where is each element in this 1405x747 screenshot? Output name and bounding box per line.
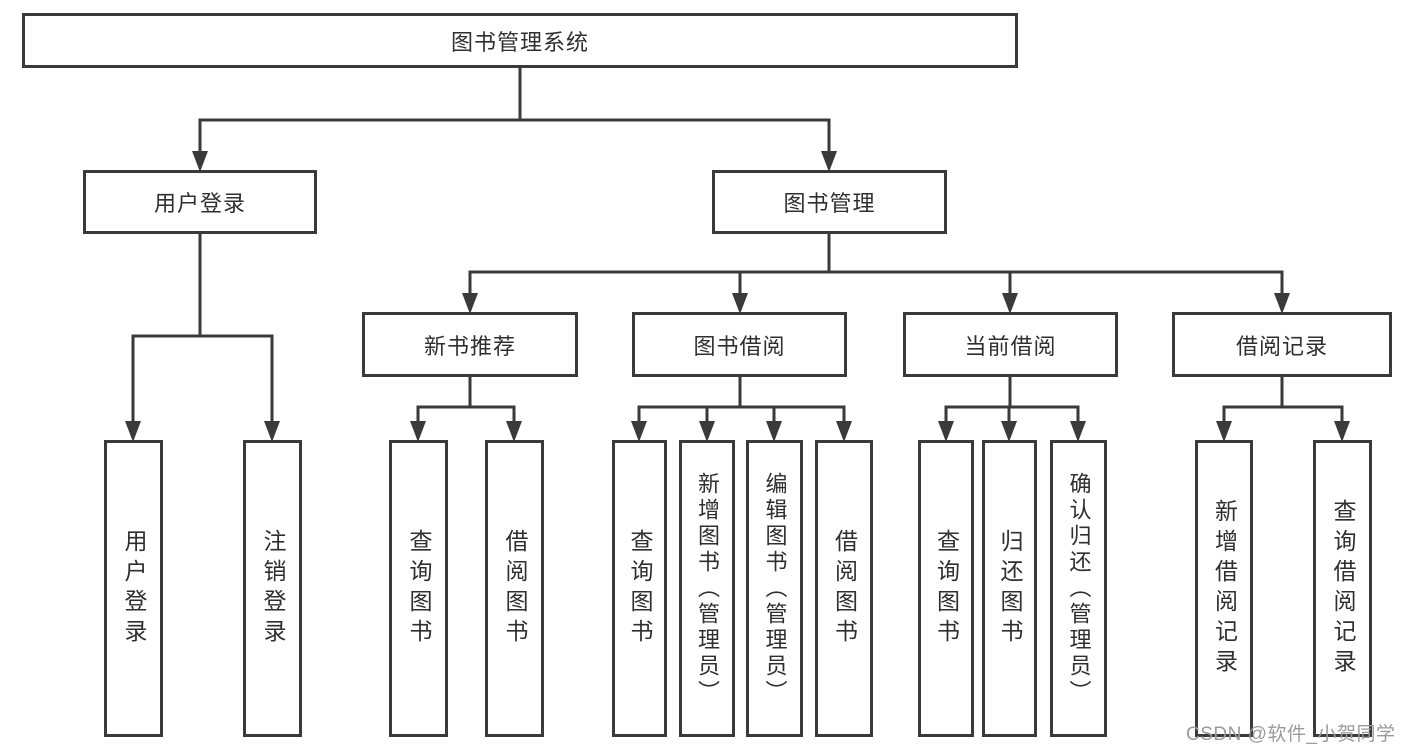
- node-label: 借阅图书: [831, 528, 858, 649]
- leaf-confirm-return-admin: 确认归还（管理员）: [1050, 440, 1107, 737]
- node-book-borrowing: 图书借阅: [632, 312, 847, 377]
- leaf-user-login: 用户登录: [104, 440, 163, 737]
- leaf-query-books-borrowing: 查询图书: [612, 440, 667, 737]
- leaf-borrow-books-borrowing: 借阅图书: [815, 440, 873, 737]
- node-user-login: 用户登录: [83, 170, 317, 234]
- node-label: 查询图书: [933, 528, 960, 649]
- node-label: 借阅图书: [502, 528, 528, 649]
- node-book-management: 图书管理: [712, 170, 947, 234]
- node-label: 用户登录: [121, 528, 147, 649]
- node-label: 新增借阅记录: [1211, 498, 1238, 679]
- node-label: 归还图书: [997, 528, 1023, 649]
- node-new-book-recommendation: 新书推荐: [362, 312, 578, 377]
- leaf-return-book: 归还图书: [982, 440, 1037, 737]
- node-label: 图书管理: [783, 191, 876, 216]
- leaf-query-borrowing-record: 查询借阅记录: [1313, 440, 1372, 737]
- node-library-management-system: 图书管理系统: [22, 13, 1018, 68]
- leaf-borrow-books-recommend: 借阅图书: [485, 440, 544, 737]
- leaf-add-borrowing-record: 新增借阅记录: [1195, 440, 1253, 737]
- leaf-query-books-current: 查询图书: [918, 440, 974, 737]
- node-borrowing-records: 借阅记录: [1172, 312, 1392, 377]
- leaf-logout: 注销登录: [243, 440, 302, 737]
- node-label: 查询图书: [406, 528, 432, 649]
- node-current-borrowing: 当前借阅: [903, 312, 1118, 377]
- node-label: 图书借阅: [693, 333, 786, 359]
- node-label: 借阅记录: [1235, 333, 1328, 359]
- node-label: 编辑图书（管理员）: [762, 471, 788, 706]
- watermark: CSDN @软件_小贺同学: [1186, 724, 1396, 745]
- node-label: 注销登录: [260, 528, 286, 649]
- leaf-add-book-admin: 新增图书（管理员）: [679, 440, 735, 737]
- node-label: 查询图书: [627, 528, 653, 649]
- node-label: 新增图书（管理员）: [695, 471, 720, 706]
- node-label: 新书推荐: [423, 333, 516, 359]
- leaf-query-books-recommend: 查询图书: [389, 440, 448, 737]
- node-label: 当前借阅: [964, 333, 1057, 359]
- node-label: 确认归还（管理员）: [1066, 471, 1092, 706]
- node-label: 图书管理系统: [450, 29, 589, 55]
- leaf-edit-book-admin: 编辑图书（管理员）: [746, 440, 803, 737]
- node-label: 用户登录: [153, 191, 246, 216]
- node-label: 查询借阅记录: [1330, 498, 1356, 679]
